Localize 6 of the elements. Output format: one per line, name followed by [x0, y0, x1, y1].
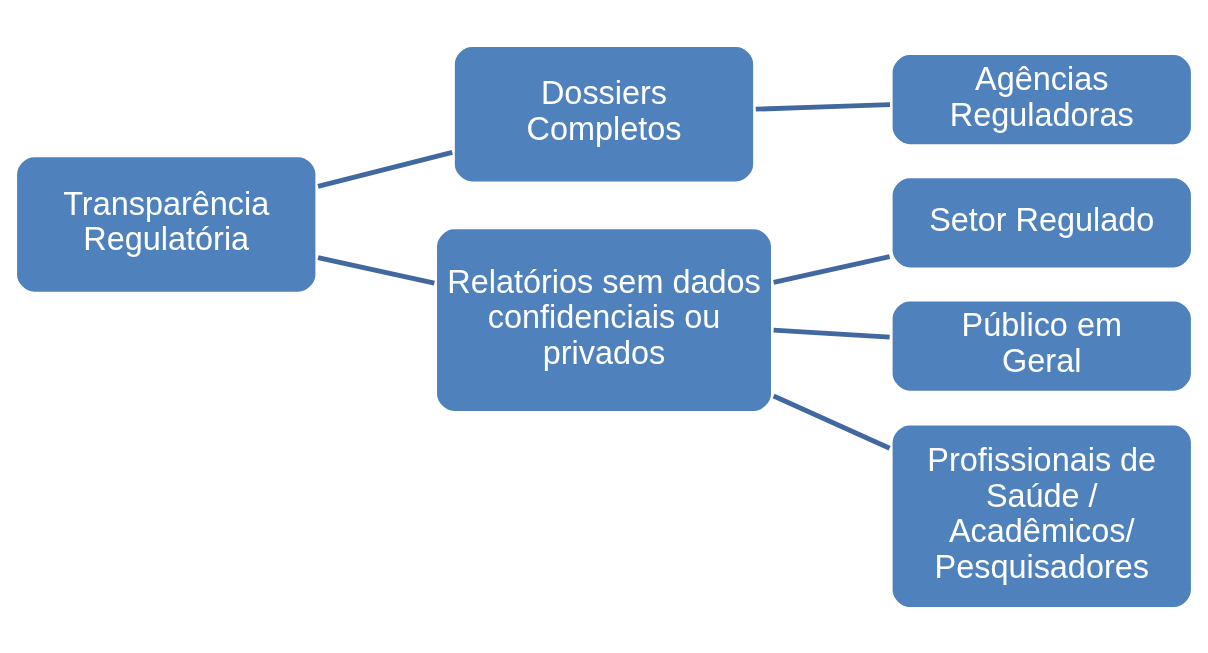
connector — [773, 253, 891, 285]
connector — [317, 254, 435, 285]
connector — [772, 393, 891, 451]
connector — [773, 327, 890, 339]
connector — [317, 149, 453, 189]
connector — [755, 101, 891, 112]
